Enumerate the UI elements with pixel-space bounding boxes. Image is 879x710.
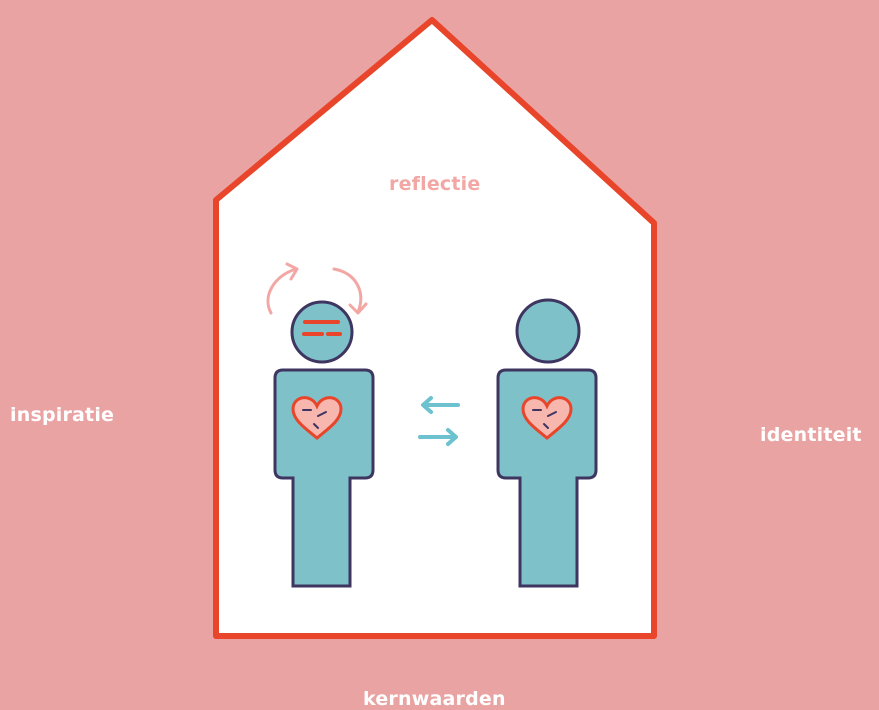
house-outline-icon	[216, 20, 654, 636]
label-identiteit: identiteit	[760, 424, 862, 446]
label-reflectie: reflectie	[389, 173, 480, 195]
label-kernwaarden: kernwaarden	[363, 688, 506, 710]
right-head	[517, 300, 579, 362]
label-inspiratie: inspiratie	[10, 404, 114, 426]
